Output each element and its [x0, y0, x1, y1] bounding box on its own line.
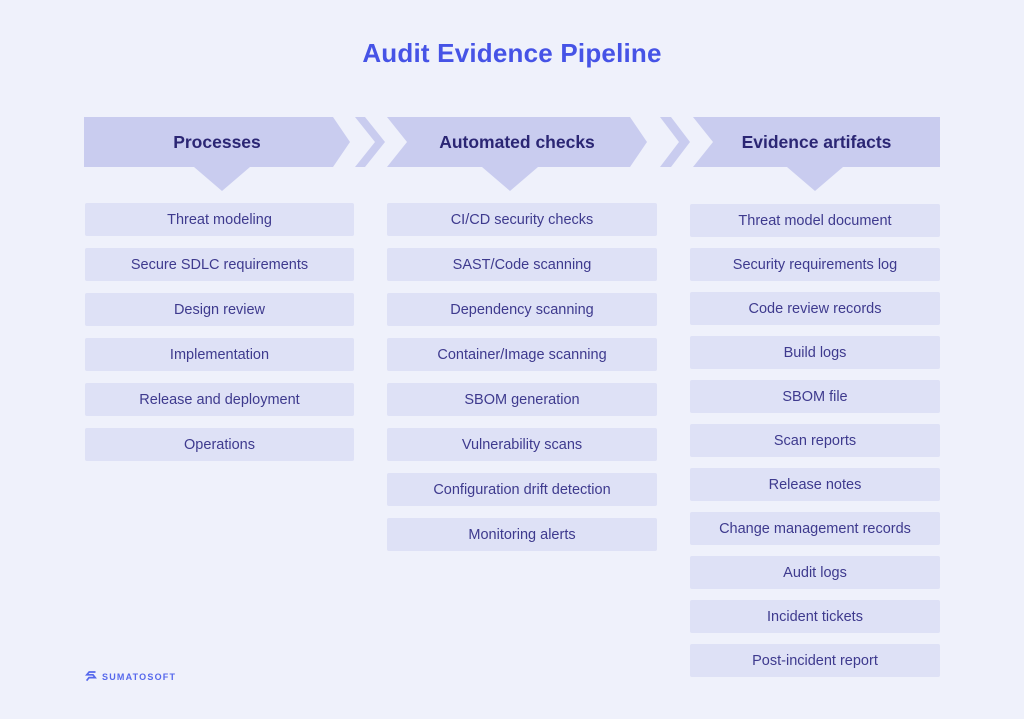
list-item: Configuration drift detection [387, 473, 657, 506]
banner-shape-automated-checks [387, 117, 647, 191]
list-item: CI/CD security checks [387, 203, 657, 236]
list-item: Code review records [690, 292, 940, 325]
banner-shape-evidence-artifacts [693, 117, 940, 191]
list-item: Release and deployment [85, 383, 354, 416]
sumatosoft-logo: SUMATOSOFT [85, 670, 176, 683]
chevron-separator-icon [660, 117, 690, 167]
list-item: Build logs [690, 336, 940, 369]
list-item: Audit logs [690, 556, 940, 589]
banner-shape-processes [84, 117, 350, 191]
list-item: Vulnerability scans [387, 428, 657, 461]
list-item: Threat model document [690, 204, 940, 237]
list-item: Release notes [690, 468, 940, 501]
list-item: SAST/Code scanning [387, 248, 657, 281]
list-item: Post-incident report [690, 644, 940, 677]
pipeline-banner-graphic [84, 117, 940, 191]
chevron-separator-icon [355, 117, 385, 167]
page-title: Audit Evidence Pipeline [362, 38, 662, 68]
list-item: Monitoring alerts [387, 518, 657, 551]
list-item: Change management records [690, 512, 940, 545]
list-item: Incident tickets [690, 600, 940, 633]
logo-text: SUMATOSOFT [102, 671, 177, 682]
list-item: SBOM file [690, 380, 940, 413]
list-item: Dependency scanning [387, 293, 657, 326]
sumatosoft-s-icon [85, 671, 97, 682]
list-item: Secure SDLC requirements [85, 248, 354, 281]
list-item: Scan reports [690, 424, 940, 457]
list-item: Design review [85, 293, 354, 326]
list-item: Threat modeling [85, 203, 354, 236]
list-item: Implementation [85, 338, 354, 371]
list-item: Container/Image scanning [387, 338, 657, 371]
list-item: Security requirements log [690, 248, 940, 281]
list-item: SBOM generation [387, 383, 657, 416]
list-item: Operations [85, 428, 354, 461]
